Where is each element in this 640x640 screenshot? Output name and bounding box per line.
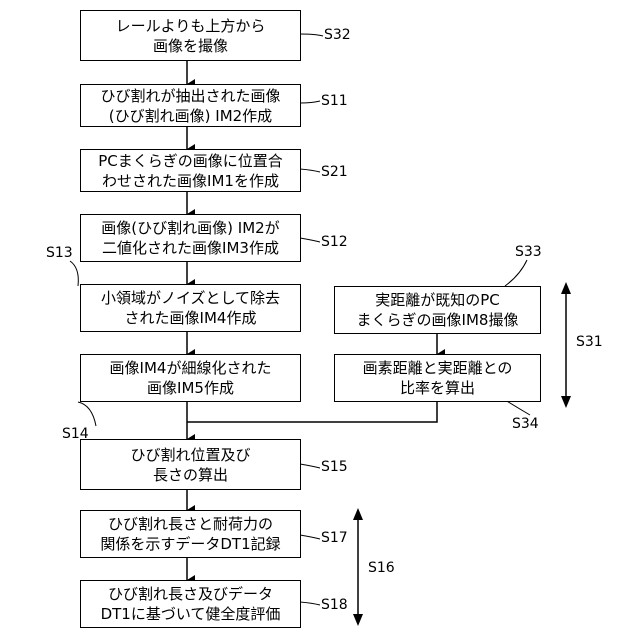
label-s21: S21 (321, 164, 348, 180)
step-s15-line2: 長さの算出 (153, 465, 228, 485)
step-s15-box: ひび割れ位置及び 長さの算出 (80, 439, 301, 490)
label-s16: S16 (368, 560, 395, 576)
step-s12-box: 画像(ひび割れ画像) IM2が 二値化された画像IM3作成 (80, 214, 301, 262)
leader-s33 (505, 260, 527, 286)
leader-s14 (78, 402, 96, 426)
label-s33: S33 (515, 244, 542, 260)
step-s13-line1: 小領域がノイズとして除去 (101, 288, 280, 308)
label-s14: S14 (62, 426, 89, 442)
step-s15-line1: ひび割れ位置及び (130, 445, 250, 465)
leader-s11 (300, 101, 320, 103)
step-s12-line2: 二値化された画像IM3作成 (102, 238, 279, 258)
step-s21-line1: PCまくらぎの画像に位置合 (98, 151, 283, 171)
step-s13-line2: された画像IM4作成 (125, 308, 257, 328)
step-s14-box: 画像IM4が細線化された 画像IM5作成 (80, 354, 301, 402)
step-s32-box: レールよりも上方から 画像を撮像 (80, 10, 301, 61)
leader-s32 (300, 34, 323, 36)
step-s13-box: 小領域がノイズとして除去 された画像IM4作成 (80, 284, 301, 332)
step-s11-line1: ひび割れが抽出された画像 (100, 86, 280, 106)
label-s18: S18 (321, 597, 348, 613)
leader-s15 (300, 464, 320, 468)
step-s17-box: ひび割れ長さと耐荷力の 関係を示すデータDT1記録 (80, 510, 301, 558)
step-s17-line2: 関係を示すデータDT1記録 (100, 534, 280, 554)
step-s32-line1: レールよりも上方から (116, 16, 266, 36)
label-s15: S15 (321, 459, 348, 475)
label-s13: S13 (46, 245, 73, 261)
step-s11-line2: (ひび割れ画像) IM2作成 (109, 106, 272, 126)
step-s32-line2: 画像を撮像 (153, 36, 228, 56)
label-s32: S32 (324, 27, 351, 43)
step-s18-line1: ひび割れ長さ及びデータ (108, 584, 273, 604)
leader-s21 (300, 169, 320, 172)
label-s31: S31 (576, 334, 603, 350)
step-s18-line2: DT1に基づいて健全度評価 (101, 604, 281, 624)
step-s21-box: PCまくらぎの画像に位置合 わせされた画像IM1を作成 (80, 149, 301, 192)
step-s17-line1: ひび割れ長さと耐荷力の (108, 514, 273, 534)
leader-s12 (300, 238, 320, 242)
leader-s18 (300, 602, 320, 605)
step-s33-box: 実距離が既知のPC まくらぎの画像IM8撮像 (334, 286, 541, 334)
label-s11: S11 (321, 93, 348, 109)
label-s17: S17 (321, 530, 348, 546)
label-s34: S34 (512, 416, 539, 432)
leader-s13 (70, 261, 78, 286)
step-s34-box: 画素距離と実距離との 比率を算出 (334, 354, 541, 402)
step-s34-line1: 画素距離と実距離との (363, 358, 513, 378)
connector-s34-merge (187, 402, 437, 422)
step-s33-line1: 実距離が既知のPC (375, 290, 500, 310)
leader-s17 (300, 535, 320, 539)
label-s12: S12 (321, 234, 348, 250)
step-s11-box: ひび割れが抽出された画像 (ひび割れ画像) IM2作成 (80, 84, 301, 127)
step-s14-line2: 画像IM5作成 (147, 378, 234, 398)
step-s14-line1: 画像IM4が細線化された (110, 358, 272, 378)
step-s18-box: ひび割れ長さ及びデータ DT1に基づいて健全度評価 (80, 580, 301, 628)
leader-s34 (505, 400, 530, 415)
step-s21-line2: わせされた画像IM1を作成 (102, 171, 279, 191)
step-s33-line2: まくらぎの画像IM8撮像 (357, 310, 519, 330)
step-s34-line2: 比率を算出 (400, 378, 475, 398)
step-s12-line1: 画像(ひび割れ画像) IM2が (101, 218, 279, 238)
